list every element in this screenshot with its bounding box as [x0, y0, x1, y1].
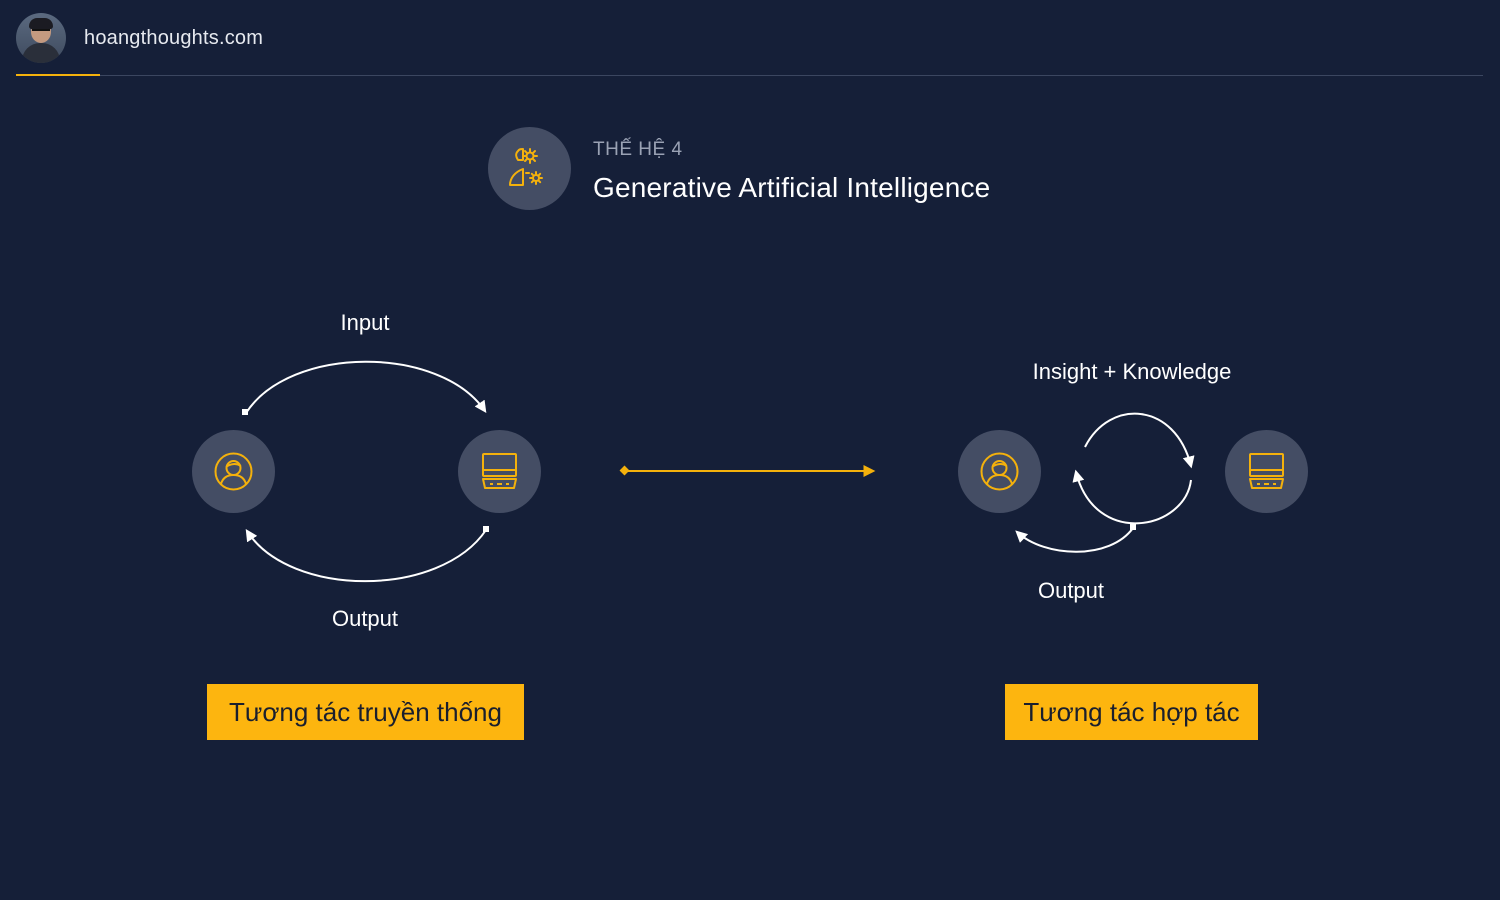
traditional-user-node	[192, 430, 275, 513]
laptop-icon	[1249, 453, 1284, 489]
traditional-interaction-tag: Tương tác truyền thống	[207, 684, 524, 740]
loop-arrow-right	[1084, 412, 1195, 469]
input-label: Input	[340, 310, 390, 335]
collab-user-node	[958, 430, 1041, 513]
collaborative-interaction-tag: Tương tác hợp tác	[1005, 684, 1258, 740]
insight-knowledge-label: Insight + Knowledge	[1032, 359, 1232, 384]
collab-output-label: Output	[1037, 578, 1105, 603]
output-arrow	[245, 528, 487, 583]
generation-title: Generative Artificial Intelligence	[593, 172, 991, 203]
loop-arrow-left	[1072, 469, 1192, 525]
collab-output-arrow-start	[1130, 524, 1136, 530]
traditional-computer-node	[458, 430, 541, 513]
output-label: Output	[331, 606, 399, 631]
input-arrow-start	[242, 409, 248, 415]
transition-arrow-start	[619, 465, 630, 476]
collab-output-arrow	[1015, 527, 1134, 553]
collab-computer-node	[1225, 430, 1308, 513]
user-icon	[214, 452, 253, 491]
header-divider	[16, 75, 1483, 76]
generation-label: THẾ HỆ 4	[593, 139, 683, 160]
avatar[interactable]	[16, 13, 66, 63]
input-arrow	[245, 360, 487, 414]
site-header: hoangthoughts.com	[16, 10, 263, 66]
header-accent-bar	[16, 74, 100, 76]
site-name[interactable]: hoangthoughts.com	[84, 26, 264, 49]
laptop-icon	[482, 453, 517, 489]
brain-gear-icon	[488, 127, 571, 210]
output-arrow-start	[483, 526, 489, 532]
user-icon	[980, 452, 1019, 491]
